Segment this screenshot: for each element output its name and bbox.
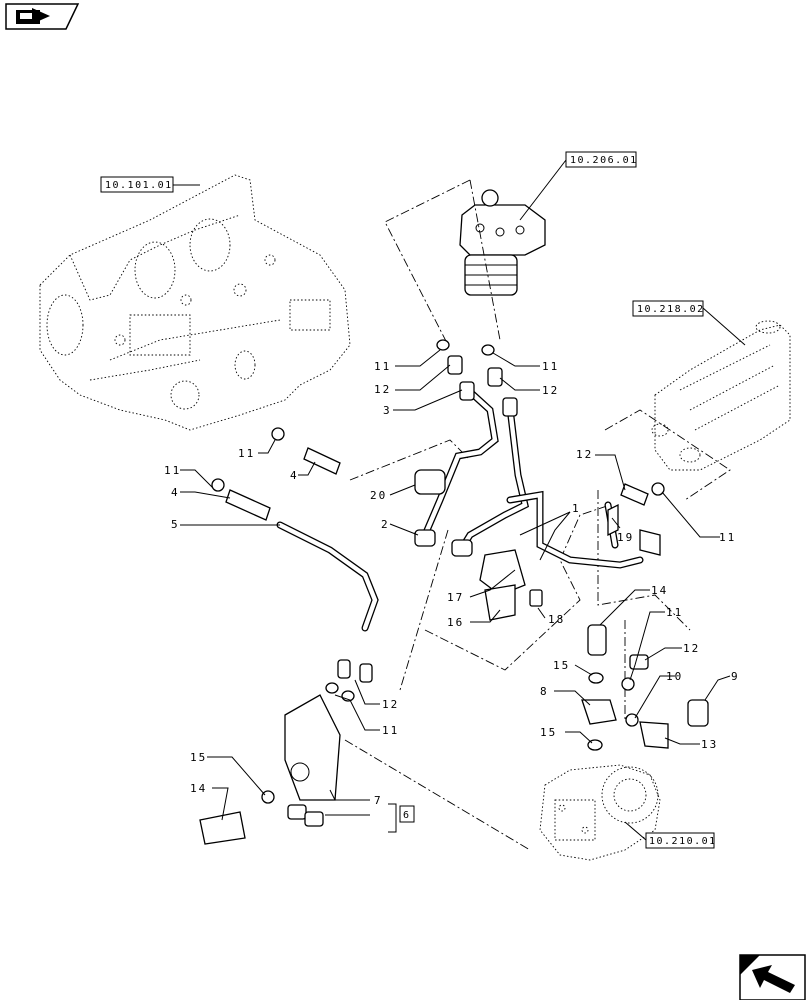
callout-12-d: 12 [683,642,700,655]
engine-block [39,174,351,431]
callout-12-e: 12 [382,698,399,711]
callout-15-b: 15 [540,726,557,739]
next-page-button[interactable] [739,954,806,1001]
callout-11-a: 11 [374,360,391,373]
callout-8: 8 [540,685,549,698]
callout-2: 2 [381,518,390,531]
prev-page-button[interactable] [5,3,80,30]
callout-18: 18 [548,613,565,626]
callout-12-b: 12 [542,384,559,397]
callout-17: 17 [447,591,464,604]
callout-11-e: 11 [719,531,736,544]
callout-5: 5 [171,518,180,531]
callout-15-a: 15 [553,659,570,672]
fuel-filter [459,189,546,296]
callout-3: 3 [383,404,392,417]
ref-engine: 10.101.01 [105,180,173,191]
ref-group: 6 [403,810,411,821]
callout-11-g: 11 [382,724,399,737]
callout-12-c: 12 [576,448,593,461]
folder-arrow-icon [16,8,50,24]
fuel-manifold [651,320,791,471]
callout-11-d: 11 [164,464,181,477]
return-arrow-icon [752,965,795,993]
injection-pump [539,764,661,861]
callout-11-f: 11 [666,606,683,619]
callout-15-c: 15 [190,751,207,764]
callout-1: 1 [572,502,581,515]
callout-10: 10 [666,670,683,683]
callout-11-b: 11 [542,360,559,373]
callout-7: 7 [374,794,383,807]
callout-4-b: 4 [171,486,180,499]
callout-4-a: 4 [290,469,299,482]
ref-pump: 10.210.01 [649,836,717,847]
ref-filter: 10.206.01 [570,155,638,166]
callout-14-a: 14 [651,584,668,597]
callout-19: 19 [617,531,634,544]
ref-manifold: 10.218.02 [637,304,705,315]
callout-14-b: 14 [190,782,207,795]
callout-16: 16 [447,616,464,629]
callout-20: 20 [370,489,387,502]
callout-13: 13 [701,738,718,751]
callout-12-a: 12 [374,383,391,396]
callout-11-c: 11 [238,447,255,460]
callout-9: 9 [731,670,740,683]
